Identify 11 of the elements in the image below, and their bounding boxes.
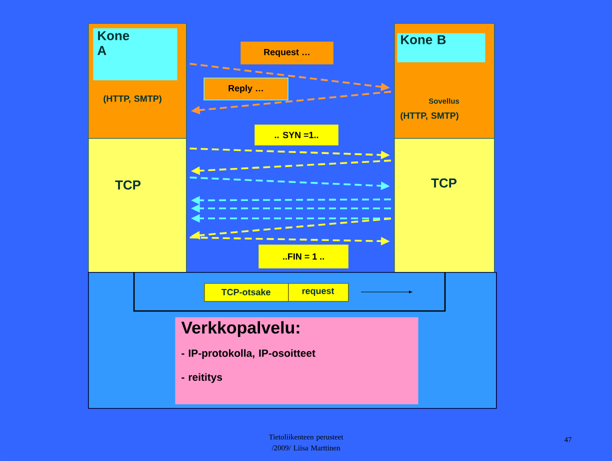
tcp-box: TCP [394, 138, 495, 273]
edge-label: Request … [240, 42, 334, 64]
host-label-box: Kone B [397, 33, 486, 62]
host-label-box: Kone A [93, 28, 178, 80]
edge-label: Reply … [204, 78, 288, 100]
edge-label: .. SYN =1.. [254, 124, 338, 146]
tcp-box: TCP [88, 138, 187, 273]
service-box: Verkkopalvelu: - IP-protokolla, IP-osoitteet - reititys [175, 317, 418, 404]
header-segment-box: TCP-otsake [204, 283, 289, 302]
data-segment-box: request [288, 283, 349, 302]
edge-label: ..FIN = 1 .. [258, 244, 348, 268]
